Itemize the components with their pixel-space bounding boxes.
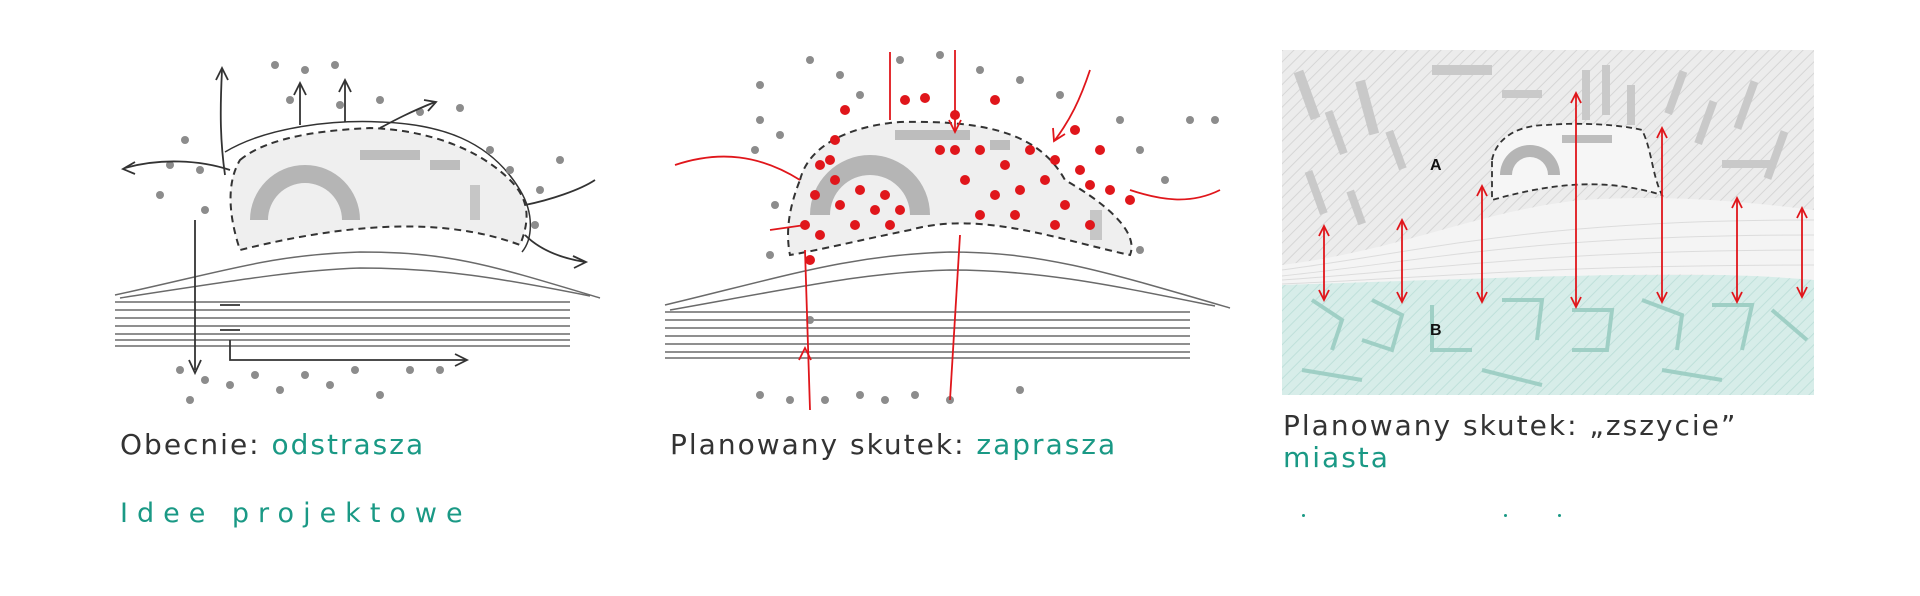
diagram-planned bbox=[660, 40, 1240, 440]
people-dots bbox=[156, 61, 564, 404]
caption-planned-prefix: Planowany skutek: bbox=[670, 428, 977, 461]
city-stitching-map: A B bbox=[1282, 50, 1814, 395]
zone-b bbox=[1282, 275, 1814, 395]
railway-tracks bbox=[664, 251, 1231, 359]
caption-stitching: Planowany skutek: „zszycie” miasta bbox=[1283, 410, 1737, 474]
site-area bbox=[1491, 122, 1664, 202]
visitor-dots bbox=[800, 93, 1135, 265]
stadium-building bbox=[250, 150, 480, 220]
caption-current-accent: odstrasza bbox=[271, 428, 426, 461]
planned-effect-diagram bbox=[664, 50, 1231, 411]
zone-b-label: B bbox=[1430, 322, 1442, 339]
caption-planned: Planowany skutek: zaprasza bbox=[670, 428, 1117, 461]
caption-planned-accent: zaprasza bbox=[976, 428, 1118, 461]
site-area bbox=[787, 120, 1133, 257]
stadium-building bbox=[1500, 135, 1612, 175]
rail-corridor bbox=[1282, 198, 1814, 285]
caption-stitching-prefix: Planowany skutek: „zszycie” bbox=[1283, 409, 1738, 442]
zone-a-label: A bbox=[1430, 157, 1442, 174]
stitching-arrows bbox=[1318, 90, 1808, 310]
caption-current-prefix: Obecnie: bbox=[120, 428, 272, 461]
railway-tracks bbox=[114, 251, 601, 347]
section-title: Idee projektowe bbox=[120, 498, 472, 529]
buildings-a bbox=[1293, 65, 1789, 226]
diagram-current bbox=[110, 40, 630, 440]
site-outline bbox=[224, 120, 532, 253]
map-stitching: A B bbox=[1282, 50, 1814, 395]
caption-stitching-accent: miasta bbox=[1283, 441, 1390, 474]
rail-lines bbox=[1282, 219, 1814, 285]
outgoing-paths bbox=[120, 65, 596, 376]
site-area bbox=[229, 126, 528, 252]
caption-current: Obecnie: odstrasza bbox=[120, 428, 425, 461]
stadium-building bbox=[810, 130, 1102, 240]
buildings-b bbox=[1301, 298, 1809, 387]
incoming-paths bbox=[674, 50, 1221, 411]
current-state-diagram bbox=[114, 61, 601, 404]
